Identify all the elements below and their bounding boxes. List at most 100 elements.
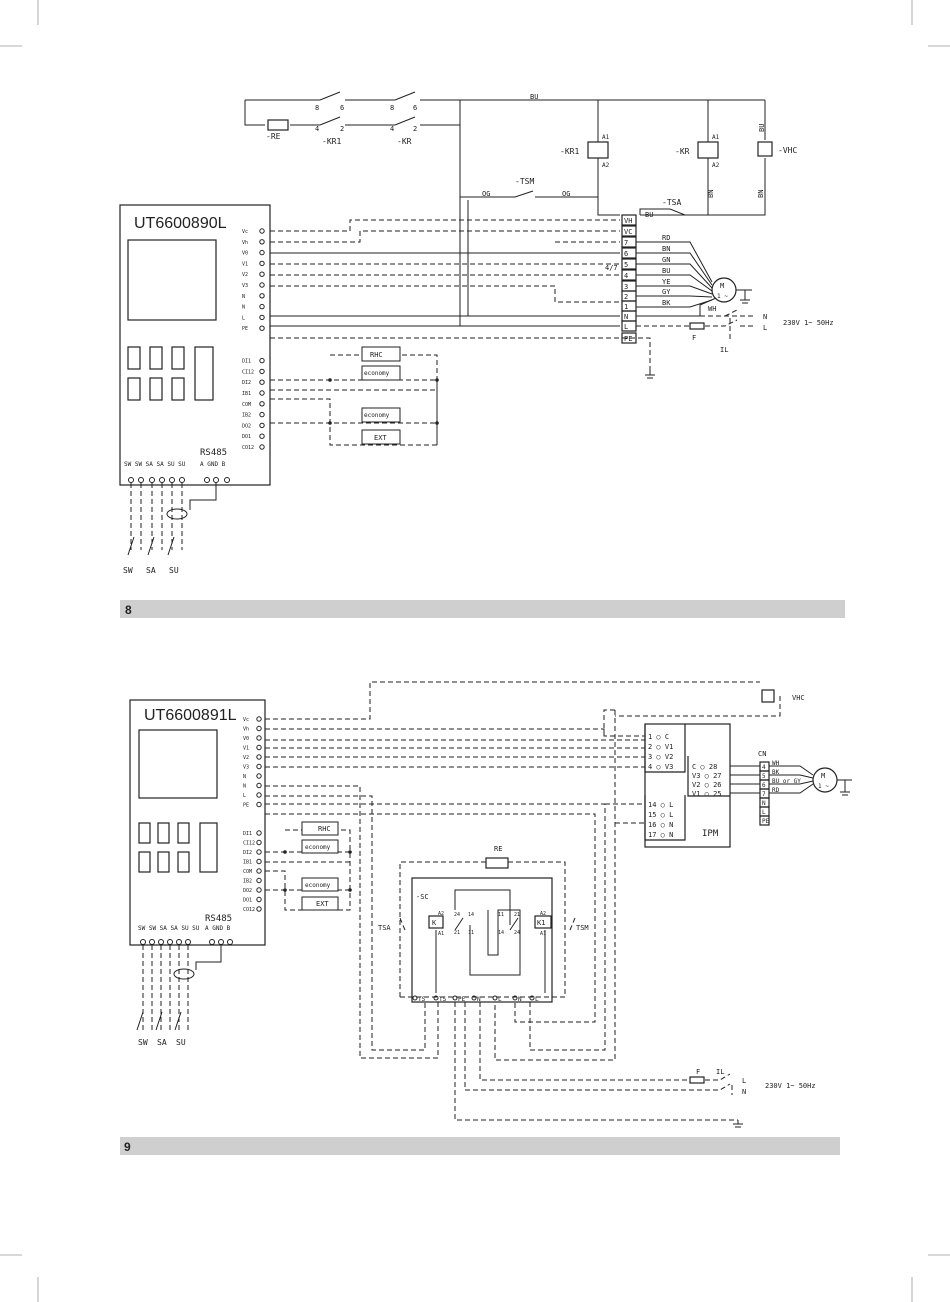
sc-terminal-label: TS	[439, 996, 447, 1003]
terminal-label: V3	[242, 283, 248, 289]
sc-terminal-label: PE	[458, 996, 466, 1003]
cn-label: CN	[758, 750, 766, 758]
terminal-pin	[256, 877, 262, 884]
wire-bu-tsa: BU	[645, 211, 653, 219]
terminal-cell-label: 7	[624, 239, 628, 247]
rs485-label-8: RS485	[200, 448, 227, 458]
terminal-label: N	[243, 774, 246, 780]
terminal-pin	[259, 303, 265, 310]
cn-pin-label: 6	[762, 782, 766, 789]
controller-buttons-8	[127, 346, 214, 401]
contact-num-11a: 11	[468, 930, 474, 936]
wire-og-2: OG	[562, 190, 570, 198]
sc-terminal-label: N	[518, 996, 522, 1003]
terminal-pin	[259, 433, 265, 439]
terminal-pin	[259, 357, 265, 364]
coil-pin-a2-kr: A2	[712, 162, 720, 169]
terminal-pin	[256, 773, 262, 779]
terminal-label: DI1	[243, 831, 252, 837]
terminal-cell-label: N	[624, 313, 628, 321]
motor-wire-label: BN	[662, 245, 670, 253]
terminal-pin	[259, 271, 265, 277]
coil-pin-a1-kr1: A1	[602, 134, 610, 141]
terminal-label: DI2	[242, 380, 251, 386]
controller-box-9	[129, 699, 266, 946]
valve-vhc-8: -VHC	[778, 146, 797, 155]
valve-vhc-9: VHC	[792, 694, 805, 702]
terminal-pin	[259, 260, 265, 267]
contact-economy-8a: economy	[364, 370, 390, 377]
relay-k-coil	[428, 915, 444, 929]
supply-line-l-9: L	[742, 1077, 746, 1085]
terminal-pin	[259, 411, 265, 418]
terminal-pin	[256, 735, 262, 741]
contact-ext-8: EXT	[374, 434, 387, 442]
terminal-pin	[256, 782, 262, 789]
contact-num-6a: 6	[340, 104, 344, 112]
terminal-pin	[259, 401, 265, 407]
terminal-pin	[256, 887, 262, 893]
contact-num-24a: 24	[454, 912, 460, 918]
controller-display-8	[127, 239, 217, 321]
terminal-label: DI2	[243, 850, 252, 856]
terminal-cell	[621, 214, 637, 226]
terminal-pin	[256, 830, 262, 836]
terminal-label: IB2	[243, 879, 252, 885]
sc-terminal-label: TS	[418, 996, 426, 1003]
contact-economy-8b: economy	[364, 412, 390, 419]
motor-wire-label: BK	[772, 769, 780, 776]
sensor-sw-9: SW	[138, 1038, 148, 1047]
terminal-cell	[621, 225, 637, 237]
motor-wire-label: GN	[662, 256, 670, 264]
motor-wire-label: RD	[772, 787, 780, 794]
relay-k1-coil	[534, 915, 552, 929]
figure-9: UT6600891L VcVhV0V1V2V3NNLPEDI1CI12DI2IB…	[120, 681, 852, 1155]
fuse-label-9: F	[696, 1068, 700, 1076]
contact-num-2b: 2	[413, 125, 417, 133]
terminal-pin	[259, 228, 265, 234]
terminal-label: DO1	[243, 898, 252, 904]
relay-kr-coil-label: -KR	[675, 147, 690, 156]
terminal-cell-label: 4	[624, 272, 628, 280]
controller-model-8: UT6600890L	[134, 215, 227, 232]
contact-num-4a: 4	[315, 125, 319, 133]
terminal-label: V1	[242, 261, 248, 267]
wire-bu-right: BU	[758, 124, 766, 132]
sensor-terminals-9: SW SW SA SA SU SU	[138, 925, 200, 932]
contact-num-6b: 6	[413, 104, 417, 112]
switch-tsm-9: TSM	[576, 924, 589, 932]
terminal-label: PE	[243, 803, 249, 809]
terminal-label: IB1	[243, 860, 252, 866]
controller-buttons-9	[138, 822, 218, 873]
terminal-label: DI1	[242, 359, 251, 365]
terminal-label: DO2	[243, 888, 252, 894]
motor-wire-label: WH	[772, 760, 780, 767]
terminal-pin	[259, 239, 265, 245]
terminal-pin	[256, 763, 262, 770]
motor-wire-label: WH	[708, 305, 716, 313]
terminal-label: Vh	[242, 240, 248, 246]
controller-terminals-8: VcVhV0V1V2V3NNLPEDI1CI12DI2IB1COMIB2DO2D…	[242, 228, 265, 451]
supply-9	[454, 1002, 743, 1128]
contact-num-8b: 8	[390, 104, 394, 112]
terminal-pin	[259, 314, 265, 321]
terminal-label: CI12	[243, 841, 255, 847]
controller-lines-9	[265, 681, 781, 1061]
ipm-output-26: V2 ○ 26	[692, 781, 722, 789]
terminal-label: IB1	[242, 391, 251, 397]
coil-pin-a1-kr: A1	[712, 134, 720, 141]
terminal-label: COM	[242, 402, 251, 408]
cn-pin-label: PE	[762, 818, 770, 825]
supply-8	[636, 309, 755, 379]
rs485-terminals-9: A GND B	[205, 925, 231, 932]
sc-terminal-pin	[512, 995, 518, 1001]
terminal-pin	[259, 368, 265, 375]
relay-k-label: K	[432, 919, 437, 927]
sensor-pins-9	[140, 939, 233, 945]
figure-band-9	[120, 1137, 840, 1155]
sc-terminal-pin	[529, 995, 535, 1001]
motor-ground-8	[736, 289, 752, 304]
terminal-label: CI12	[242, 369, 254, 375]
sc-panel	[411, 877, 553, 1003]
